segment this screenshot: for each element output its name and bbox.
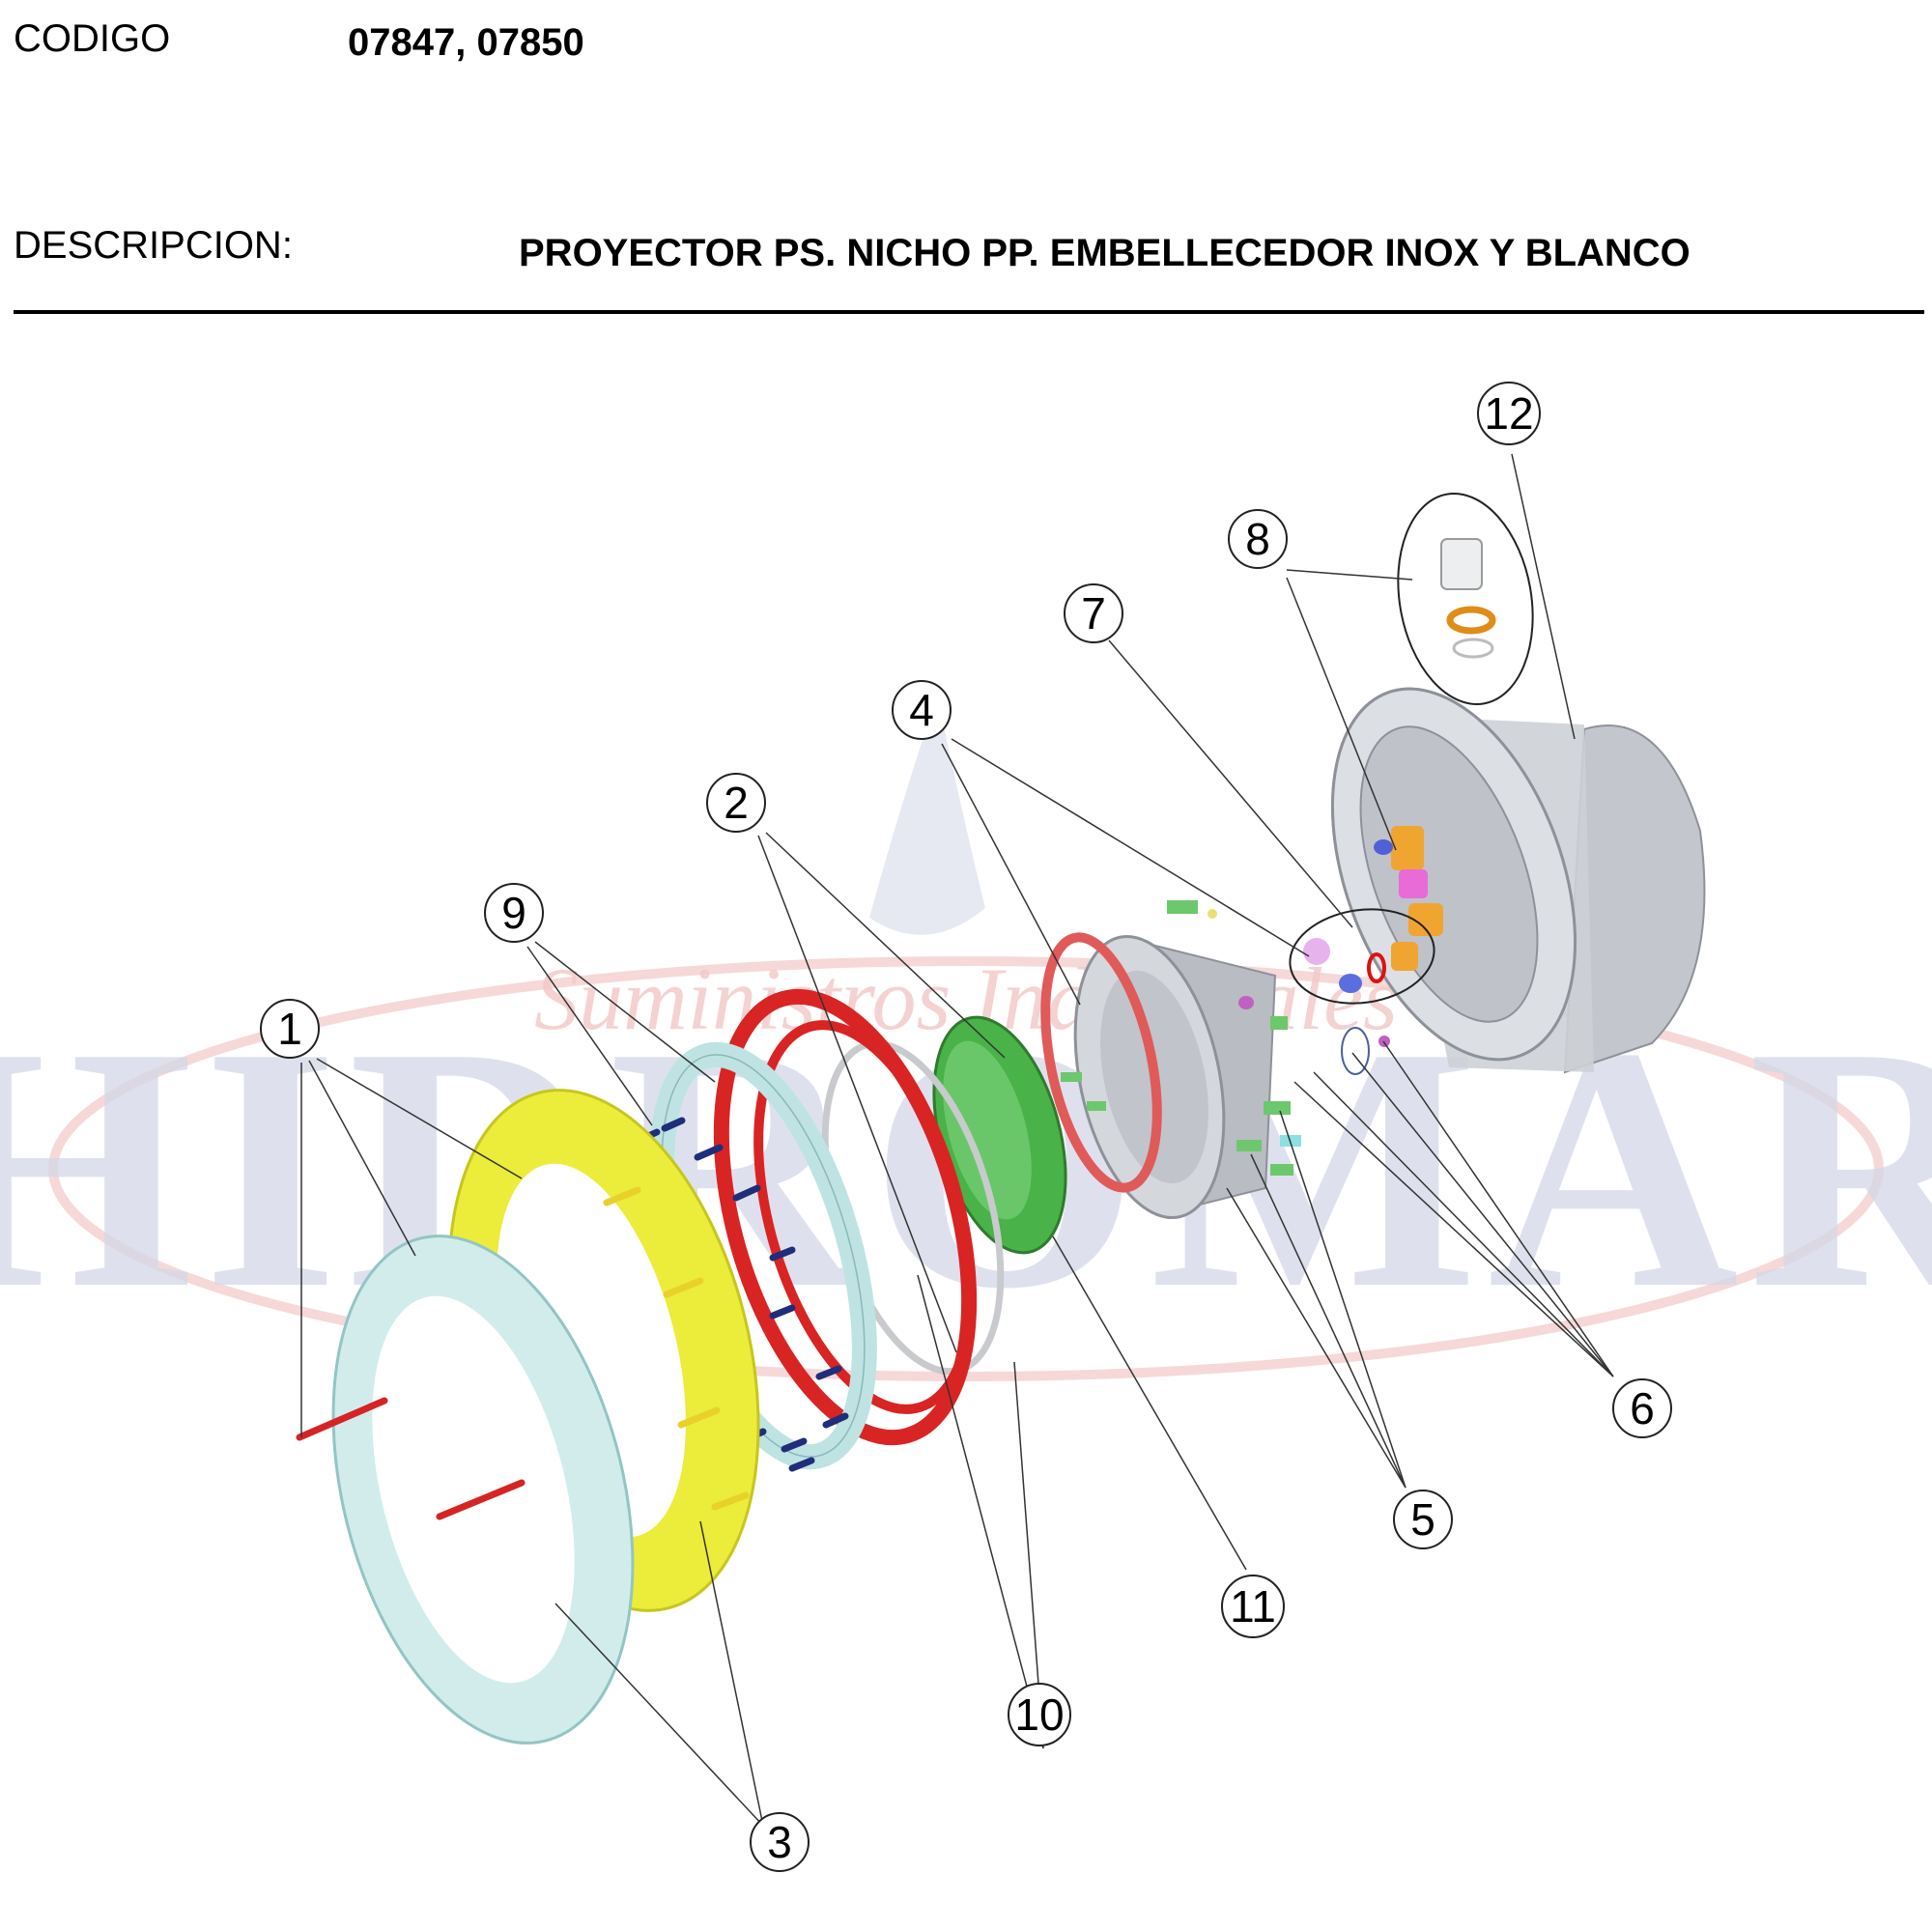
callout-7: 7 (1064, 583, 1123, 643)
exploded-diagram: HIDROMAR Suministros Industriales (0, 382, 1932, 1872)
callout-8: 8 (1228, 509, 1288, 569)
callout-11: 11 (1221, 1575, 1285, 1638)
callout-12: 12 (1477, 382, 1541, 445)
callout-12-label: 12 (1484, 388, 1533, 439)
descripcion-value: PROYECTOR PS. NICHO PP. EMBELLECEDOR INO… (519, 232, 1690, 274)
descripcion-label: DESCRIPCION: (14, 224, 293, 267)
part-8-inset (1397, 493, 1534, 705)
callouts: 1 2 3 4 5 6 7 8 9 10 11 12 (260, 382, 1672, 1872)
callout-5: 5 (1393, 1490, 1453, 1549)
callout-4-label: 4 (909, 685, 934, 735)
callout-9: 9 (484, 883, 544, 943)
callout-4: 4 (892, 680, 952, 740)
callout-1-label: 1 (277, 1004, 302, 1054)
callout-3: 3 (750, 1812, 810, 1872)
callout-1: 1 (260, 999, 320, 1059)
callout-11-label: 11 (1230, 1581, 1276, 1632)
callout-10-label: 10 (1014, 1689, 1064, 1740)
callout-10: 10 (1008, 1683, 1071, 1746)
part-lens (932, 1015, 1106, 1255)
callout-8-label: 8 (1245, 514, 1270, 564)
codigo-value: 07847, 07850 (348, 21, 584, 64)
callout-6-label: 6 (1630, 1383, 1655, 1433)
callout-3-label: 3 (767, 1817, 792, 1867)
part-housing (1330, 687, 1706, 1074)
codigo-label: CODIGO (14, 17, 171, 60)
leader-lines (300, 453, 1614, 1827)
part-gasket-front (713, 988, 978, 1446)
part-gasket-rear (1040, 932, 1162, 1193)
watermark-drop (869, 695, 985, 935)
header-divider (14, 310, 1924, 314)
part-trim-ring (331, 1235, 635, 1745)
callout-2-label: 2 (724, 778, 749, 828)
part-7-inset (1289, 908, 1435, 1075)
callout-2: 2 (706, 773, 766, 833)
callout-5-label: 5 (1410, 1494, 1435, 1545)
callout-7-label: 7 (1081, 588, 1106, 639)
callout-6: 6 (1612, 1378, 1672, 1438)
part-pins (296, 1397, 526, 1520)
callout-9-label: 9 (501, 888, 526, 938)
